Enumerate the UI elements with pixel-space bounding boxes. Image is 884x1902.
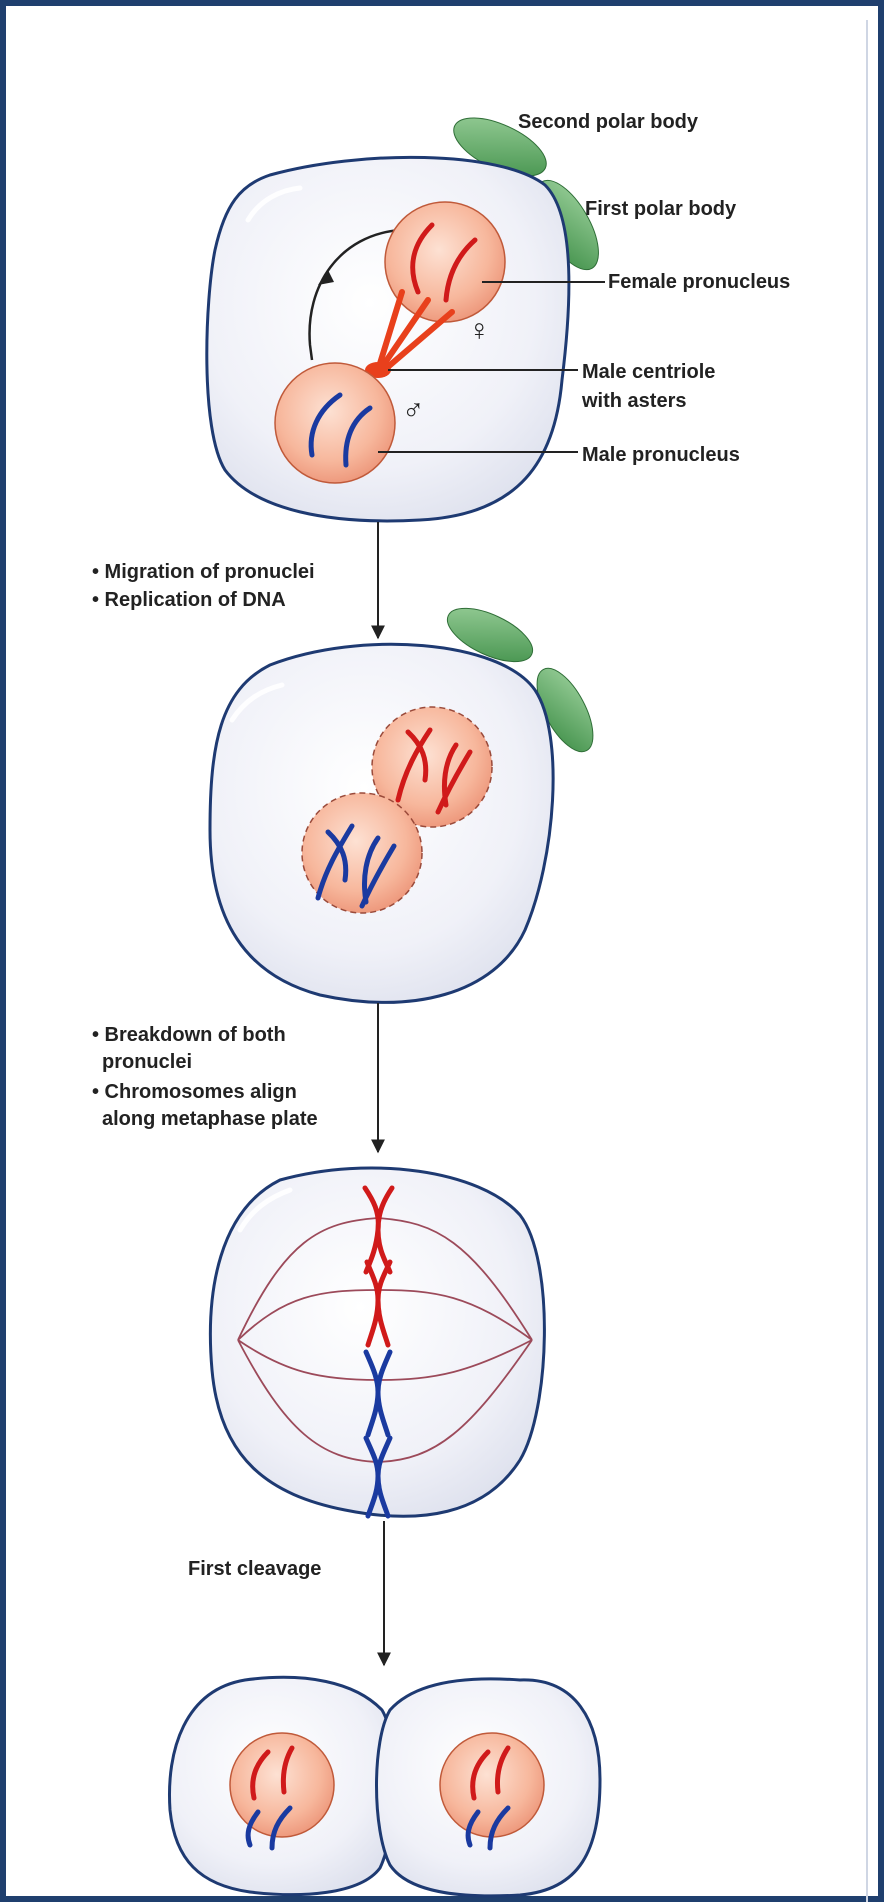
step2-line2: pronuclei (102, 1051, 192, 1073)
label-male-pronucleus: Male pronucleus (582, 444, 740, 466)
step2-line4: along metaphase plate (102, 1108, 318, 1130)
right-nucleus (440, 1733, 544, 1837)
stage-3-metaphase (210, 1168, 544, 1516)
female-pronucleus (385, 202, 505, 322)
step1-line2: • Replication of DNA (92, 589, 286, 611)
label-first-polar-body: First polar body (585, 198, 737, 220)
stage-1-zygote: ♀ ♂ Second polar body First polar body F… (207, 106, 790, 521)
male-pronucleus (275, 363, 395, 483)
label-male-centriole: Male centriole (582, 361, 715, 383)
label-female-pronucleus: Female pronucleus (608, 271, 790, 293)
stage-4-two-cell (169, 1677, 600, 1896)
stage-2-pronuclei-migration (210, 597, 604, 1002)
step1-line1: • Migration of pronuclei (92, 561, 315, 583)
male-symbol: ♂ (402, 394, 425, 427)
step3-label: First cleavage (188, 1558, 321, 1580)
female-symbol: ♀ (468, 314, 491, 347)
label-male-centriole-2: with asters (581, 390, 686, 412)
step2-line3: • Chromosomes align (92, 1081, 297, 1103)
label-second-polar-body: Second polar body (518, 111, 699, 133)
step2-line1: • Breakdown of both (92, 1024, 286, 1046)
